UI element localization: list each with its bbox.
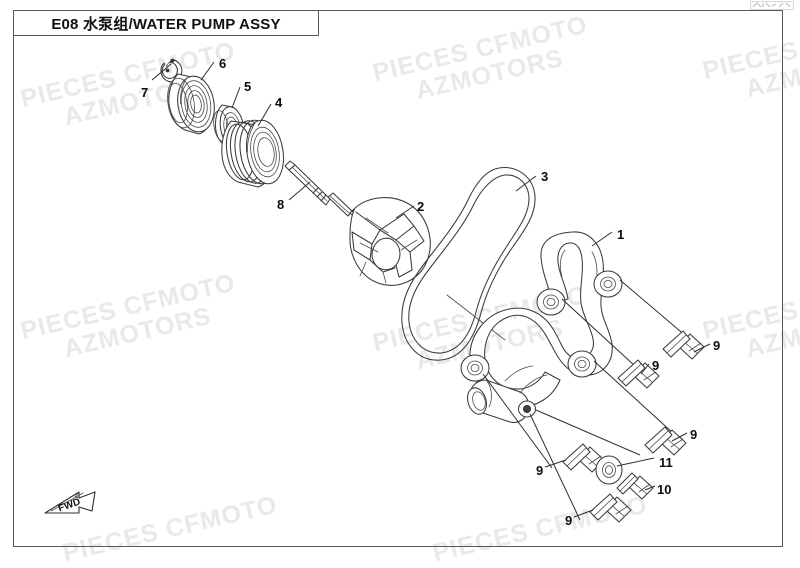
part-6-bearing [167, 73, 215, 135]
callout-9b: 9 [652, 358, 660, 373]
callout-9e: 9 [565, 513, 573, 528]
corner-watermark-icon [750, 1, 794, 10]
part-8-shaft [284, 160, 363, 222]
part-11-washer [595, 455, 623, 485]
part-9-flange-bolt [589, 493, 632, 523]
callout-4: 4 [275, 95, 283, 110]
callout-11: 11 [659, 455, 673, 470]
diagram-frame [13, 10, 783, 547]
callout-8: 8 [277, 197, 285, 212]
part-4-mechanical-seal [221, 119, 284, 188]
part-1-water-pump-cover [460, 231, 623, 423]
callout-9c: 9 [690, 427, 698, 442]
callout-9d: 9 [536, 463, 544, 478]
callout-6: 6 [219, 56, 227, 71]
fwd-direction-marker [44, 491, 96, 514]
callout-5: 5 [244, 79, 252, 94]
part-3-gasket [401, 167, 536, 361]
part-10-hex-bolt [616, 472, 654, 500]
callout-3: 3 [541, 169, 549, 184]
callout-10: 10 [657, 482, 672, 497]
callout-1: 1 [617, 227, 625, 242]
part-9-flange-bolt [617, 359, 660, 389]
callout-2: 2 [417, 199, 425, 214]
part-9-flange-bolt [662, 330, 705, 360]
callout-7: 7 [141, 85, 149, 100]
part-9-flange-bolt [644, 426, 687, 456]
page-title: E08 水泵组/WATER PUMP ASSY [51, 15, 281, 33]
callout-9a: 9 [713, 338, 721, 353]
title-box [13, 10, 319, 36]
part-2-impeller [349, 197, 431, 286]
